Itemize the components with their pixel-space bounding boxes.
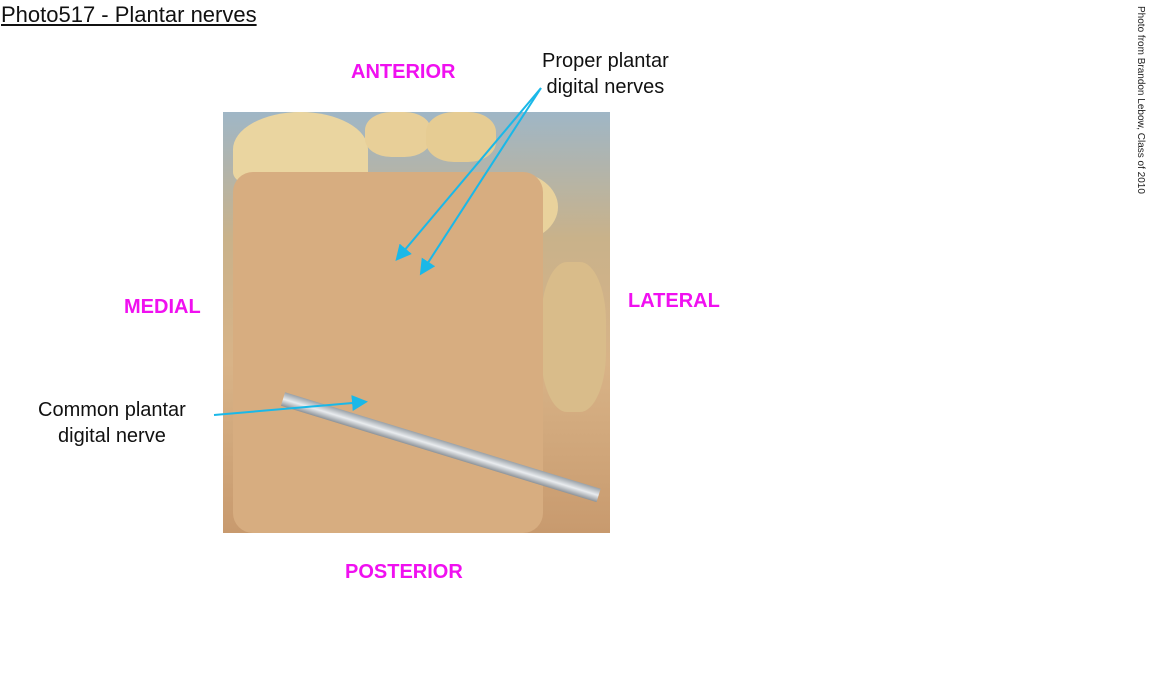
label-line: digital nerves: [546, 76, 665, 98]
arrow-proper-1: [395, 87, 542, 262]
label-medial: MEDIAL: [124, 296, 201, 318]
arrow-proper-2: [419, 87, 542, 276]
page-title: Photo517 - Plantar nerves: [1, 2, 257, 27]
label-line: digital nerve: [58, 425, 166, 447]
label-common-plantar-digital-nerve: Common plantar digital nerve: [38, 397, 186, 449]
label-lateral: LATERAL: [628, 290, 720, 312]
label-anterior: ANTERIOR: [351, 61, 456, 83]
plantar-nerves-photo: [223, 112, 610, 533]
photo-credit: Photo from Brandon Lebow, Class of 2010: [1135, 6, 1146, 194]
label-posterior: POSTERIOR: [345, 561, 463, 583]
arrow-common: [213, 395, 368, 416]
label-line: Common plantar: [38, 399, 186, 421]
label-line: Proper plantar: [542, 50, 669, 72]
label-proper-plantar-digital-nerves: Proper plantar digital nerves: [542, 48, 669, 100]
